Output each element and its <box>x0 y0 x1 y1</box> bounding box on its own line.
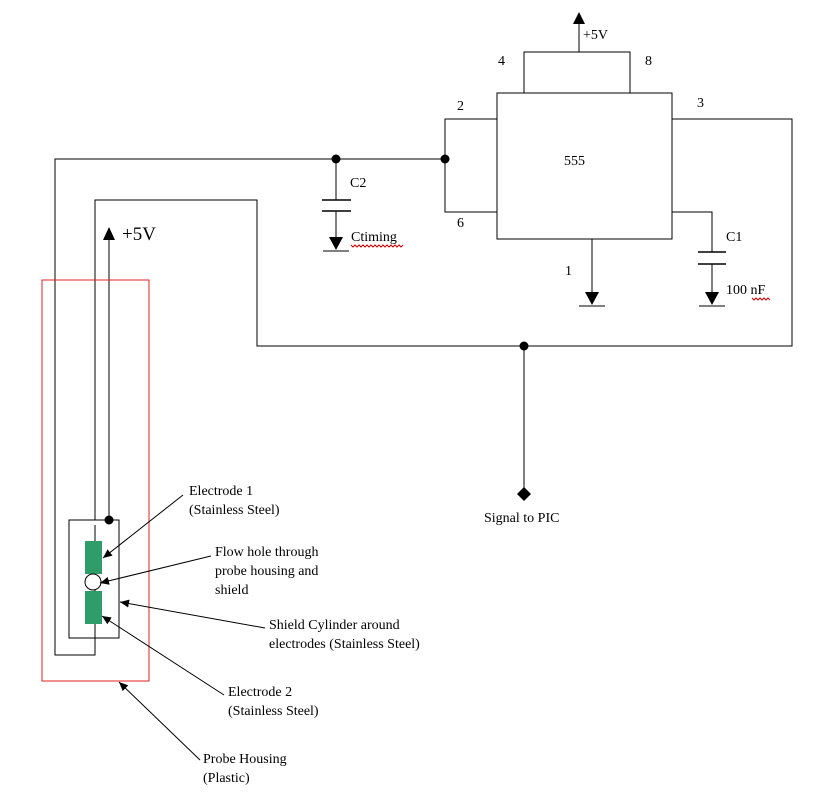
leader-shield <box>119 599 266 629</box>
pin1-ground-icon <box>585 292 599 305</box>
vcc-probe-label: +5V <box>122 224 156 245</box>
leader-electrode-2 <box>101 615 225 696</box>
pin1-label: 1 <box>565 264 572 279</box>
pin2-label: 2 <box>457 99 464 114</box>
leader-flow-hole <box>99 555 212 585</box>
c1-ground-icon <box>705 292 719 305</box>
electrode-2 <box>85 591 102 624</box>
annotation-flow-hole: Flow hole through probe housing and shie… <box>215 545 322 598</box>
pin8-label: 8 <box>645 54 652 69</box>
annotation-shield: Shield Cylinder around electrodes (Stain… <box>269 618 420 652</box>
leader-electrode-1 <box>102 494 184 559</box>
c2-ground-icon <box>329 237 343 250</box>
pin4-label: 4 <box>498 54 505 69</box>
ic-555-body <box>496 92 673 240</box>
vcc-arrow-top <box>573 12 585 24</box>
c2-name: C2 <box>350 176 366 191</box>
annotation-housing-line2: (Plastic) <box>203 771 250 786</box>
spell-squiggle-nf <box>751 297 771 301</box>
probe-housing <box>41 279 150 682</box>
c1-name: C1 <box>726 230 742 245</box>
annotation-shield-line2: electrodes (Stainless Steel) <box>269 637 420 652</box>
flow-hole <box>84 573 102 591</box>
annotation-electrode-2-line2: (Stainless Steel) <box>228 704 319 719</box>
annotation-flow-hole-line3: shield <box>215 583 248 598</box>
ic-555-label: 555 <box>564 154 585 169</box>
annotation-housing-line1: Probe Housing <box>203 752 287 767</box>
leader-housing <box>118 681 201 761</box>
shield-cylinder <box>68 519 120 639</box>
vcc-arrow-probe <box>103 227 115 240</box>
wire-pin4-pin8 <box>523 51 631 93</box>
wire-c1 <box>672 211 713 252</box>
vcc-top-label: +5V <box>583 28 608 43</box>
annotation-electrode-1-line1: Electrode 1 <box>189 484 253 499</box>
annotation-shield-line1: Shield Cylinder around <box>269 618 400 633</box>
spell-squiggle-ctiming <box>350 244 404 248</box>
annotation-flow-hole-line2: probe housing and <box>215 564 318 579</box>
annotation-flow-hole-line1: Flow hole through <box>215 545 318 560</box>
annotation-electrode-2-line1: Electrode 2 <box>228 685 292 700</box>
annotation-housing: Probe Housing (Plastic) <box>203 752 290 786</box>
c1-value: 100 nF <box>726 283 766 298</box>
annotation-electrode-1-line2: (Stainless Steel) <box>189 503 280 518</box>
pin6-label: 6 <box>457 216 464 231</box>
electrode-1 <box>85 541 102 574</box>
annotation-electrode-2: Electrode 2 (Stainless Steel) <box>228 685 319 719</box>
annotation-electrode-1: Electrode 1 (Stainless Steel) <box>189 484 280 518</box>
junction-pin2-6 <box>440 154 450 164</box>
wire-pin2-pin6 <box>444 118 497 213</box>
wire-output-net <box>94 118 793 520</box>
signal-label: Signal to PIC <box>484 511 559 526</box>
pin3-label: 3 <box>697 96 704 111</box>
c2-value: Ctiming <box>351 230 397 245</box>
signal-terminal-icon <box>517 487 531 501</box>
